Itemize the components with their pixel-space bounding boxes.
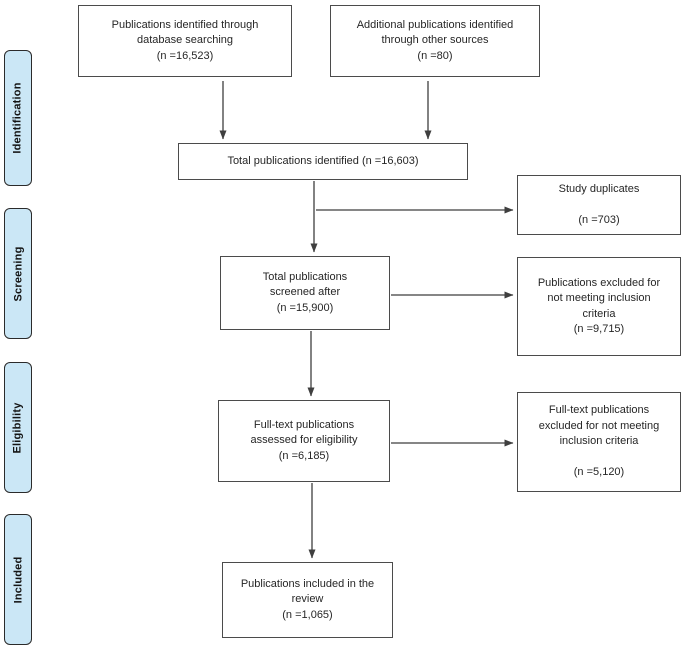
box-line: excluded for not meeting xyxy=(538,419,660,432)
box-screened: Total publications screened after (n =15… xyxy=(220,256,390,330)
box-line: (n =703) xyxy=(578,213,620,226)
box-line: Full-text publications xyxy=(548,404,650,417)
box-line xyxy=(522,450,676,466)
box-fulltext-assessed: Full-text publications assessed for elig… xyxy=(218,400,390,482)
stage-identification: Identification xyxy=(4,50,32,186)
stage-eligibility-label: Eligibility xyxy=(12,401,24,454)
box-line: Full-text publications xyxy=(253,418,355,431)
box-line xyxy=(522,197,676,213)
box-line: Publications identified through xyxy=(111,18,259,31)
stage-screening-label: Screening xyxy=(12,246,24,301)
box-line: (n =5,120) xyxy=(573,466,625,479)
stage-included-label: Included xyxy=(12,556,25,603)
box-line: Publications included in the xyxy=(240,577,375,590)
box-line: (n =9,715) xyxy=(573,323,625,335)
box-study-duplicates: Study duplicates (n =703) xyxy=(517,175,681,235)
box-line: Study duplicates xyxy=(558,182,640,195)
box-line: Total publications xyxy=(262,270,348,283)
box-line: inclusion criteria xyxy=(559,435,639,448)
box-line: review xyxy=(291,593,324,606)
box-line: (n =15,900) xyxy=(276,301,334,314)
box-line: (n =80) xyxy=(417,49,453,62)
stage-eligibility: Eligibility xyxy=(4,362,32,493)
box-identified-other-sources: Additional publications identified throu… xyxy=(330,5,540,77)
box-line: Total publications identified (n =16,603… xyxy=(227,154,419,167)
box-fulltext-excluded: Full-text publications excluded for not … xyxy=(517,392,681,492)
box-line: database searching xyxy=(136,34,233,47)
box-line: through other sources xyxy=(381,34,489,47)
box-excluded-screening: Publications excluded for not meeting in… xyxy=(517,257,681,356)
box-line: (n =6,185) xyxy=(278,449,330,462)
box-included-review: Publications included in the review (n =… xyxy=(222,562,393,638)
box-identified-database: Publications identified through database… xyxy=(78,5,292,77)
box-line: (n =1,065) xyxy=(282,608,333,621)
box-line: Additional publications identified xyxy=(356,18,514,31)
box-line: not meeting inclusion xyxy=(547,292,651,304)
box-line: criteria xyxy=(582,307,616,320)
box-total-identified: Total publications identified (n =16,603… xyxy=(178,143,468,180)
box-line: Publications excluded for xyxy=(537,276,661,289)
box-line: assessed for eligibility xyxy=(250,434,358,447)
box-line: (n =16,523) xyxy=(156,49,214,62)
stage-identification-label: Identification xyxy=(12,82,24,154)
box-line: screened after xyxy=(269,286,341,299)
stage-screening: Screening xyxy=(4,208,32,339)
stage-included: Included xyxy=(4,514,32,645)
